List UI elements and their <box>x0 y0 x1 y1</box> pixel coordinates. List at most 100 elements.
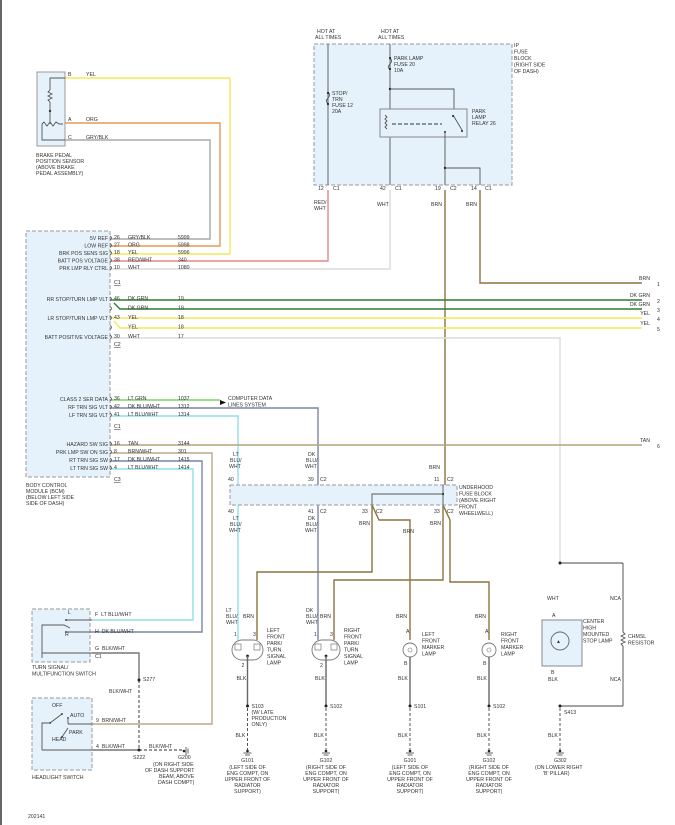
wire-label-dkbluwht: DK BLU/ WHT <box>305 516 319 534</box>
exit-wire-label: TAN <box>640 438 650 444</box>
lamp-pin-b: B <box>404 661 408 667</box>
wire-label-blk: BLK <box>398 733 408 739</box>
wire-label-brn: BRN <box>475 614 486 620</box>
bcm-pin-number: 36 <box>114 396 120 402</box>
turn-switch-conn-c1: C1 <box>95 654 102 660</box>
wire-label-line: DK <box>306 608 314 614</box>
connector-icon <box>109 396 112 402</box>
ip-conn-c1: C1 <box>395 186 402 192</box>
wire-dk-grn <box>113 302 642 310</box>
hot-at-all-times-label-2: HOT AT ALL TIMES <box>378 29 405 41</box>
wire-lt-blu-wht <box>92 468 194 621</box>
connector-icon <box>109 258 112 263</box>
wire-label-line: WHT <box>306 620 319 626</box>
ground-note-line: ENG COMPT, ON <box>468 771 510 777</box>
splice-label: S101 <box>414 704 426 710</box>
connector-icon <box>109 265 112 271</box>
bcm-circuit-number: 1037 <box>178 396 190 402</box>
park-lamp-fuse-label: PARK LAMP FUSE 20 10A <box>394 56 425 74</box>
bcm-pin-name: LOW REF <box>84 244 108 250</box>
bcm-wire-color: DK BLU/WHT <box>128 457 161 463</box>
exit-wire-label: DK GRN <box>630 302 650 308</box>
splice-dot <box>246 704 249 708</box>
lamp-label-line: MARKER <box>422 645 444 651</box>
lamp-label-line: FRONT <box>267 635 286 641</box>
connector-icon <box>109 457 112 463</box>
wire-brn <box>442 504 490 640</box>
bcm-pin-number: 38 <box>114 258 120 264</box>
uh-conn-c2: C2 <box>320 509 327 515</box>
connector-icon <box>109 465 112 471</box>
bcm-wire-color: ORG <box>128 243 140 249</box>
bcm-circuit-number: 5998 <box>178 243 190 249</box>
exit-wire-label: YEL <box>640 311 650 317</box>
uh-conn-c2: C2 <box>447 477 454 483</box>
ground-g302-note: (ON LOWER RIGHT 'B' PILLAR) <box>535 765 584 777</box>
uh-pin-33a: 33 <box>362 509 368 515</box>
arrow-icon <box>220 400 226 405</box>
splice-dot <box>137 748 141 752</box>
bcm-pin-number: 41 <box>114 412 120 418</box>
bcm-circuit-number: 17 <box>178 334 184 340</box>
splice-label: S103 <box>252 704 264 710</box>
bcm-pin-name: 5V REF <box>90 236 108 242</box>
chmsl-resistor-icon <box>619 631 627 647</box>
splice-note-line: (W/ LATE <box>252 710 275 716</box>
exit-number: 3 <box>657 308 660 314</box>
splice-dot <box>137 678 141 682</box>
bcm-circuit-number: 5999 <box>178 235 190 241</box>
bcm-circuit-number: 1314 <box>178 412 190 418</box>
wire-blk-wht <box>92 652 140 680</box>
bcm-pin-number: 46 <box>114 296 120 302</box>
bcm-circuit-number: 301 <box>178 449 187 455</box>
ground-icon <box>556 749 564 756</box>
center-high-mounted-stop-lamp: ▲ CENTER HIGH MOUNTED STOP LAMP CHMSL RE… <box>535 561 655 777</box>
bcm-wire-color: TAN <box>128 441 138 447</box>
ground-icon <box>406 749 414 756</box>
wire-label-blk: BLK <box>548 677 558 683</box>
wire-label-red-wht: RED/ WHT <box>314 200 328 212</box>
bcm-pin-number: 17 <box>114 457 120 463</box>
ground-note-line: RADIATOR <box>234 783 261 789</box>
lamp-pin-a: A <box>406 629 410 635</box>
ground-note-line: (RIGHT SIDE OF <box>306 765 346 771</box>
bcm-pin-name: RR STOP/TURN LMP VLT <box>47 297 109 303</box>
connector-icon <box>109 243 112 248</box>
bcm-pin-name: HAZARD SW SIG <box>66 442 108 448</box>
ground-label: G101 <box>241 758 254 764</box>
splice-s222: S222 <box>133 755 145 761</box>
ground-note-line: ENG COMPT, ON <box>227 771 269 777</box>
bcm-pin-number: 30 <box>114 334 120 340</box>
bcm-pin-name: LR STOP/TURN LMP VLT <box>47 316 108 322</box>
diagram-id: 202141 <box>28 814 45 820</box>
exit-number: 5 <box>657 327 660 333</box>
wire-org <box>65 122 221 247</box>
ip-pin-19: 19 <box>435 186 441 192</box>
bcm-pin-number: 42 <box>114 404 120 410</box>
splice-dot <box>324 704 328 708</box>
lamp-label-line: LEFT <box>422 632 436 638</box>
ip-conn-c2: C2 <box>450 186 457 192</box>
connector-icon <box>109 306 112 311</box>
splice-dot <box>408 704 412 708</box>
ground-note-line: (RIGHT SIDE OF <box>469 765 509 771</box>
lamp-label-line: FRONT <box>501 639 520 645</box>
wire-label-brn: BRN <box>359 521 370 527</box>
bcm-wire-color: DK BLU/WHT <box>128 404 161 410</box>
bcm-wire-color: DK GRN <box>128 296 148 302</box>
bcm-connector-label: C1 <box>114 424 121 430</box>
bcm-wire-color: YEL <box>128 250 138 256</box>
wire-label-brn: BRN <box>396 614 407 620</box>
wire-wht <box>110 190 391 270</box>
bcm-pin-name: LT TRN SIG SW <box>70 466 108 472</box>
ground-note-line: RADIATOR <box>313 783 340 789</box>
brake-sensor-wire-gryblk: GRY/BLK <box>86 135 109 141</box>
wire-label-blk: BLK <box>315 676 325 682</box>
brake-sensor-label: BRAKE PEDAL POSITION SENSOR (ABOVE BRAKE… <box>36 153 86 177</box>
